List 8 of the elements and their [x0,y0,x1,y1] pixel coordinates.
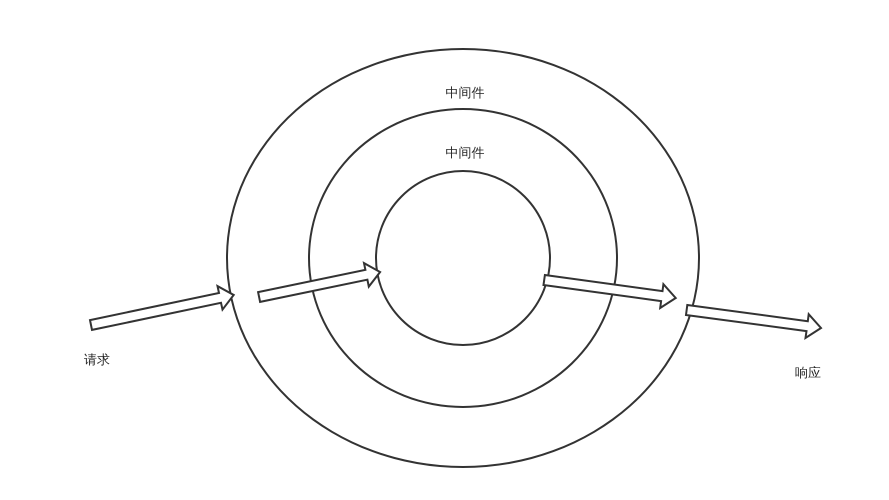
layer-label: 中间件 [446,145,484,162]
flow-label: 请求 [84,352,110,369]
block-arrow [542,274,678,310]
block-arrow [684,304,823,340]
block-arrow [88,284,236,332]
block-arrow [256,261,382,304]
layer-label: 中间件 [446,85,484,102]
flow-label: 响应 [795,365,821,382]
